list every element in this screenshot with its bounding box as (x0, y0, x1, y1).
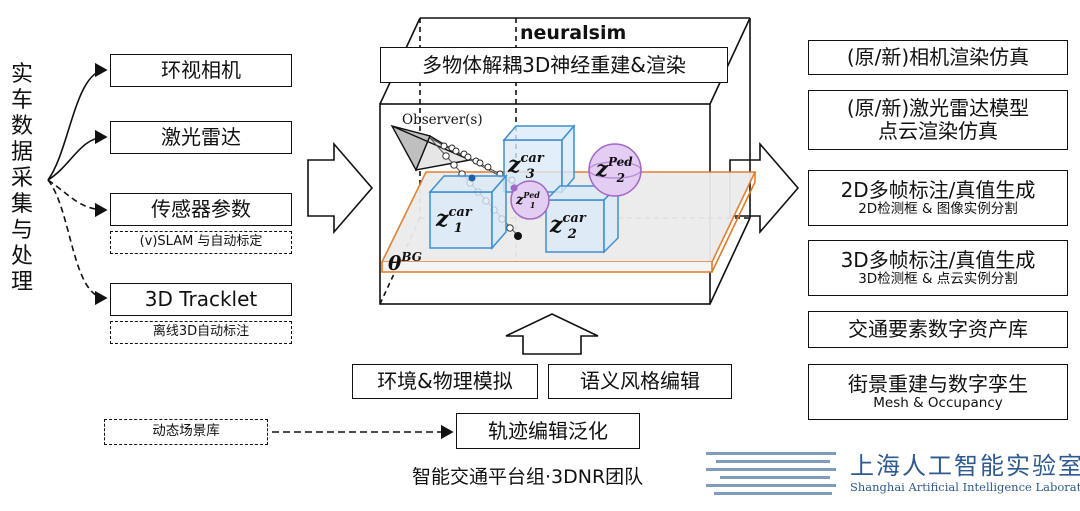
output-2d-labels: 2D多帧标注/真值生成 2D检测框 & 图像实例分割 (808, 170, 1068, 226)
input-tracklet: 3D Tracklet (110, 283, 292, 316)
car-cube-1 (428, 174, 508, 250)
label-bg: θBG (388, 250, 422, 275)
dynamic-scene-library: 动态场景库 (104, 419, 268, 445)
hollow-arrow-right (729, 141, 800, 235)
ray-end-point (514, 232, 522, 240)
ped-point (510, 184, 518, 192)
hollow-arrow-left (307, 141, 374, 235)
team-name: 智能交通平台组·3DNR团队 (412, 466, 644, 488)
arrow-to-sensor (47, 179, 108, 218)
input-lidar: 激光雷达 (110, 121, 292, 154)
lab-name-cn: 上海人工智能实验室 (850, 452, 1080, 480)
banner-reconstruction: 多物体解耦3D神经重建&渲染 (380, 47, 728, 83)
input-sensor-params: 传感器参数 (110, 193, 292, 226)
output-camera-sim: (原/新)相机渲染仿真 (808, 40, 1068, 75)
note-auto-label: 离线3D自动标注 (110, 321, 292, 344)
semantic-style-edit: 语义风格编辑 (548, 364, 732, 399)
left-title: 实 车 数 据 采 集 与 处 理 (10, 62, 33, 295)
arrow-to-lidar (47, 129, 108, 181)
trajectory-edit: 轨迹编辑泛化 (456, 413, 640, 449)
env-physics-sim: 环境&物理模拟 (352, 364, 538, 399)
note-slam: (v)SLAM 与自动标定 (110, 231, 292, 254)
ped-sphere-1 (510, 180, 550, 220)
hollow-arrow-up (505, 313, 599, 355)
lab-name-en: Shanghai Artificial Intelligence Laborat… (850, 480, 1080, 494)
sample-point (468, 174, 476, 182)
neuralsim-title: neuralsim (520, 22, 627, 44)
output-3d-labels: 3D多帧标注/真值生成 3D检测框 & 点云实例分割 (808, 240, 1068, 296)
input-camera: 环视相机 (110, 54, 292, 87)
output-lidar-sim: (原/新)激光雷达模型 点云渲染仿真 (808, 90, 1068, 150)
observer-label: Observer(s) (402, 112, 483, 128)
arrow-to-camera (47, 62, 108, 181)
arrow-to-tracklet (47, 179, 108, 306)
ped-sphere-2 (588, 143, 642, 197)
output-asset-library: 交通要素数字资产库 (808, 311, 1068, 348)
output-digital-twin: 街景重建与数字孪生 Mesh & Occupancy (808, 364, 1068, 420)
